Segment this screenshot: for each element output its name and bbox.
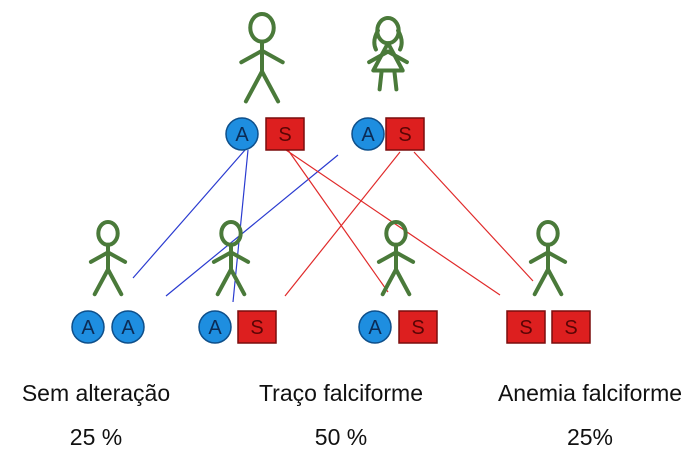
child-4-allele-2: S [551, 310, 591, 344]
inheritance-lines [132, 149, 534, 303]
allele-letter: A [361, 124, 375, 146]
outcome-label-anemia: Anemia falciforme [497, 380, 683, 406]
child-1-allele-1: A [71, 310, 105, 344]
line-mother-a-to-child-1 [165, 154, 339, 297]
child-2-allele-1: A [198, 310, 232, 344]
child-4-stick-figure-icon [528, 220, 568, 297]
outcome-label-normal: Sem alteração [21, 380, 171, 406]
allele-letter: S [278, 124, 291, 146]
allele-letter: A [208, 317, 222, 339]
child-3-stick-figure-icon [376, 220, 416, 297]
male-stick-figure-icon [239, 11, 285, 104]
child-2-stick-figure-icon [211, 220, 251, 297]
child-3-allele-1: A [358, 310, 392, 344]
allele-letter: S [250, 317, 263, 339]
line-father-s-to-child-3 [287, 149, 389, 293]
child-1-stick-figure-icon [88, 220, 128, 297]
child-1-allele-2: A [111, 310, 145, 344]
allele-letter: S [411, 317, 424, 339]
line-mother-s-to-child-4 [413, 151, 534, 282]
allele-letter: S [564, 317, 577, 339]
line-mother-s-to-child-2 [284, 151, 401, 297]
allele-letter: A [81, 317, 95, 339]
parent-1-allele-2: S [265, 117, 305, 151]
allele-letter: S [398, 124, 411, 146]
outcome-percent-normal: 25 % [69, 424, 123, 450]
parent-1-allele-1: A [225, 117, 259, 151]
outcome-percent-anemia: 25% [566, 424, 614, 450]
child-4-allele-1: S [506, 310, 546, 344]
allele-letter: S [519, 317, 532, 339]
child-2-allele-2: S [237, 310, 277, 344]
allele-letter: A [235, 124, 249, 146]
outcome-percent-trait: 50 % [314, 424, 368, 450]
allele-letter: A [368, 317, 382, 339]
child-3-allele-2: S [398, 310, 438, 344]
outcome-label-trait: Traço falciforme [258, 380, 424, 406]
parent-2-allele-2: S [385, 117, 425, 151]
line-father-a-to-child-1 [132, 149, 246, 279]
parent-2-allele-1: A [351, 117, 385, 151]
female-stick-figure-icon [367, 16, 409, 92]
allele-letter: A [121, 317, 135, 339]
